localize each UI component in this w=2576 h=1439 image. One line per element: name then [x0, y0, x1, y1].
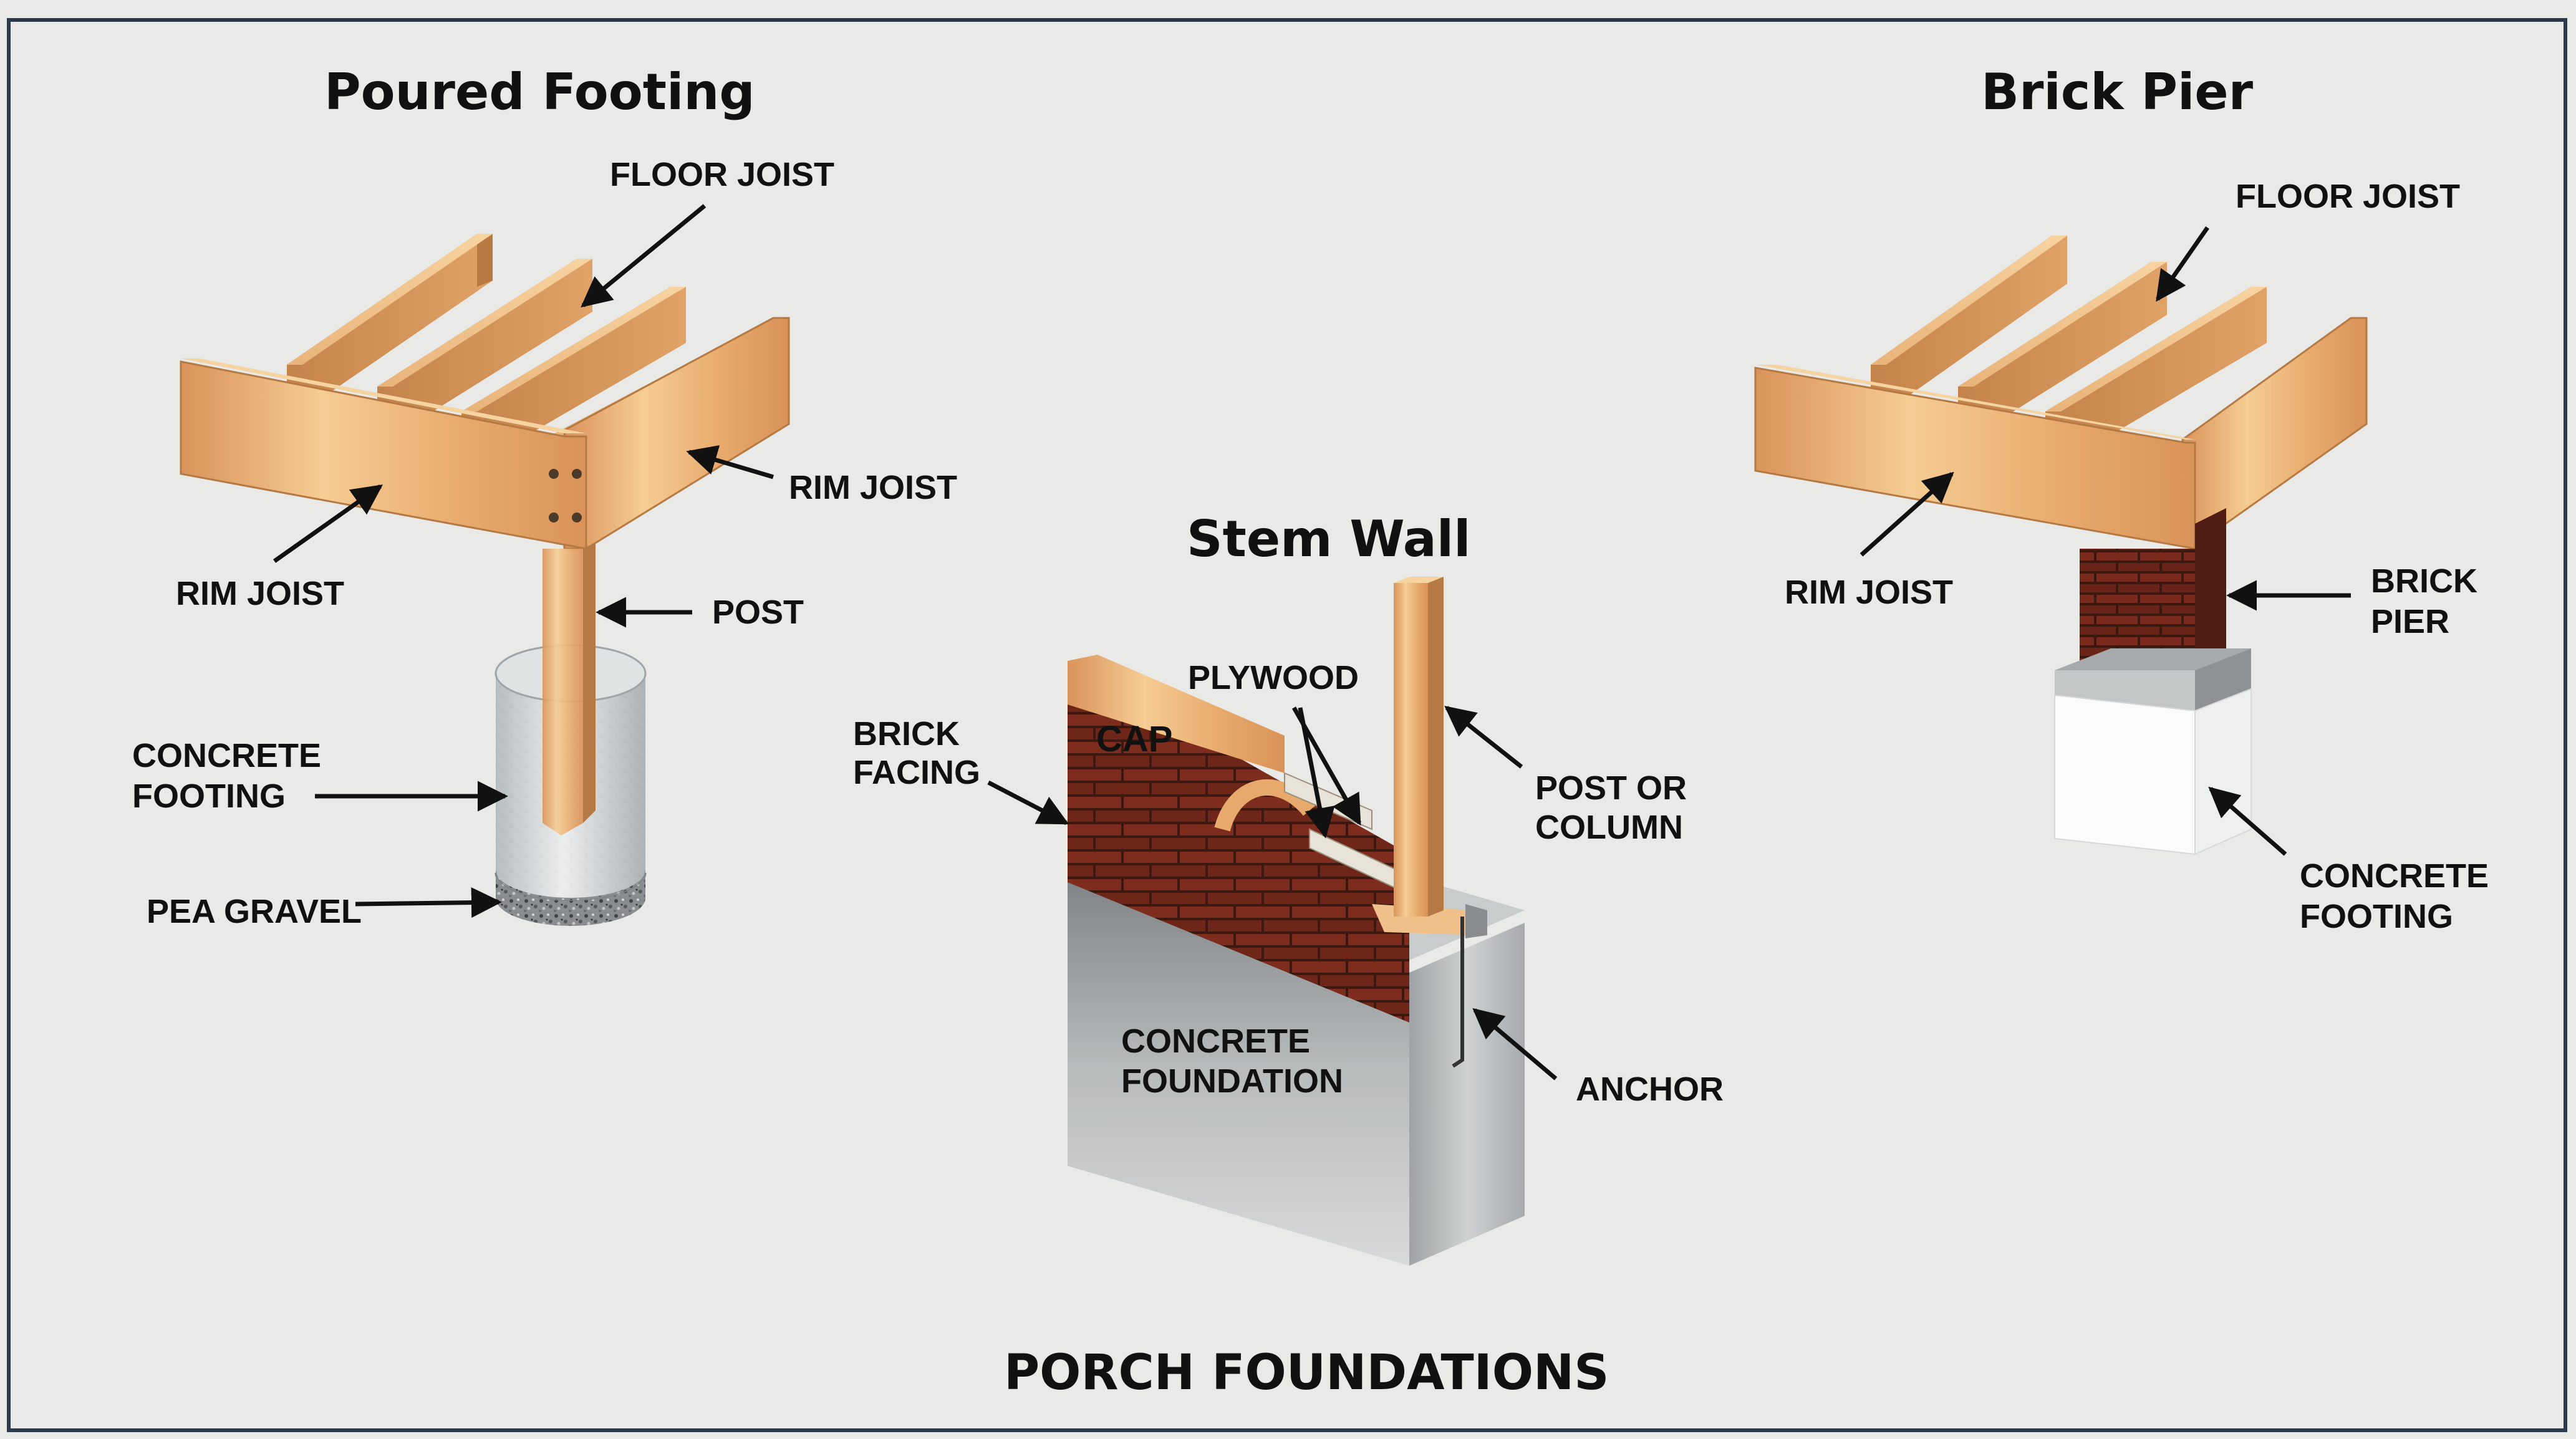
label-post: POST — [712, 594, 804, 631]
arrow-plywood-2 — [1291, 706, 1362, 826]
title-brick-pier: Brick Pier — [1981, 63, 2254, 121]
label-post-or-column-1: POST OR — [1535, 769, 1687, 807]
label-plywood: PLYWOOD — [1188, 659, 1359, 696]
label-floor-joist: FLOOR JOIST — [610, 156, 834, 193]
rim-joist-pier — [1754, 367, 2196, 550]
arrow-floor-joist-pier — [2156, 226, 2209, 302]
frame-border — [7, 18, 2567, 1432]
brick-pier — [2080, 508, 2226, 670]
poured-footing-labels: FLOOR JOIST RIM JOIST RIM JOIST POST CON… — [132, 156, 957, 930]
label-pea-gravel: PEA GRAVEL — [147, 893, 362, 930]
label-concrete-footing-pier-1: CONCRETE — [2300, 857, 2489, 895]
arrow-rim-joist-pier — [1860, 471, 1954, 557]
arrow-post-or-column — [1444, 705, 1523, 769]
caption-porch-foundations: PORCH FOUNDATIONS — [1004, 1345, 1609, 1401]
label-brick-pier-2: PIER — [2371, 603, 2449, 640]
arrow-brick-facing — [987, 780, 1069, 825]
brick-pier-illustration — [1754, 236, 2368, 855]
label-brick-pier-1: BRICK — [2371, 562, 2477, 600]
label-post-or-column-2: COLUMN — [1535, 809, 1683, 846]
label-rim-joist-pier: RIM JOIST — [1785, 574, 1953, 611]
arrow-rim-joist-right — [686, 445, 774, 479]
brick-pier-labels: FLOOR JOIST RIM JOIST BRICK PIER CONCRET… — [1785, 178, 2489, 935]
leader-arrows — [273, 204, 2351, 1080]
post — [543, 542, 596, 835]
titles: Poured Footing Stem Wall Brick Pier — [324, 63, 2254, 568]
label-anchor: ANCHOR — [1576, 1071, 1724, 1108]
label-concrete-footing-pier-2: FOOTING — [2300, 898, 2453, 935]
arrow-rim-joist-left — [273, 484, 384, 563]
label-concrete-footing-2: FOOTING — [132, 777, 286, 815]
concrete-footing-pier — [2054, 648, 2252, 855]
stem-wall-illustration — [1068, 577, 1525, 1266]
poured-footing-illustration — [180, 234, 790, 926]
label-rim-joist-left: RIM JOIST — [176, 575, 344, 612]
brick-cap — [1068, 655, 1285, 773]
label-rim-joist-right: RIM JOIST — [789, 469, 957, 506]
arrow-pea-gravel — [355, 887, 502, 918]
arrow-anchor — [1472, 1008, 1558, 1080]
title-stem-wall: Stem Wall — [1187, 510, 1471, 568]
anchor-bolt — [1452, 917, 1464, 1068]
stem-wall-labels: PLYWOOD BRICK FACING CAP POST OR COLUMN … — [853, 659, 1724, 1108]
label-concrete-foundation-2: FOUNDATION — [1121, 1062, 1343, 1100]
title-poured-footing: Poured Footing — [324, 63, 755, 121]
arrow-floor-joist — [581, 204, 707, 308]
arrow-concrete-footing-pier — [2208, 786, 2287, 856]
label-concrete-footing-1: CONCRETE — [132, 737, 321, 774]
label-cap: CAP — [1096, 719, 1172, 759]
post-or-column — [1394, 577, 1444, 917]
label-brick-facing-1: BRICK — [853, 715, 960, 753]
label-floor-joist-pier: FLOOR JOIST — [2236, 178, 2460, 215]
rim-joist-front — [180, 360, 587, 550]
label-concrete-foundation-1: CONCRETE — [1121, 1023, 1310, 1060]
label-brick-facing-2: FACING — [853, 754, 980, 791]
